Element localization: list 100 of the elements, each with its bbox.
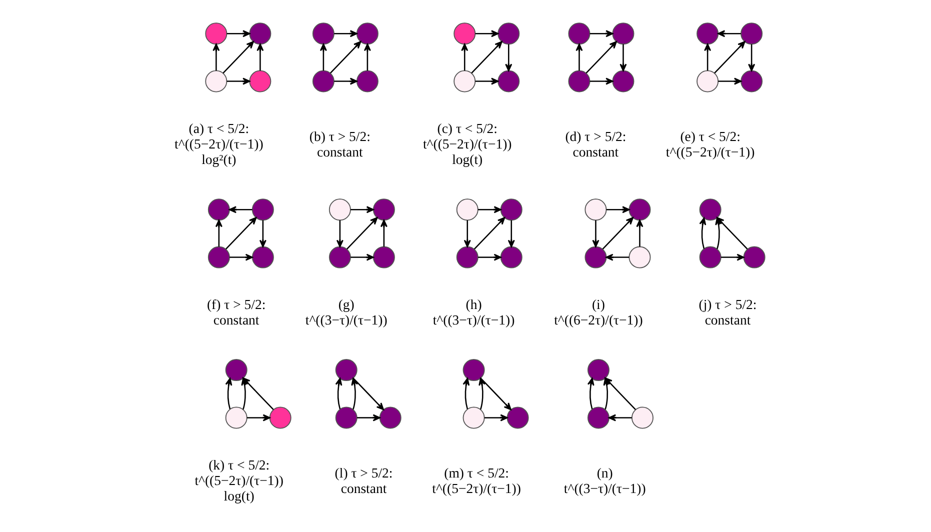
node-circle: [251, 246, 274, 268]
node-circle: [497, 70, 520, 92]
arrow: [212, 44, 220, 71]
arrow: [214, 220, 222, 247]
arrow: [226, 78, 250, 85]
node-circle: [328, 198, 350, 221]
node-circle: [204, 70, 227, 92]
label: (g) t^((3−τ)/(τ−1)): [304, 297, 387, 328]
arrow: [717, 30, 740, 38]
arrow: [334, 30, 357, 38]
arrow: [226, 30, 250, 38]
arrow: [470, 41, 502, 74]
node-circle: [698, 198, 721, 221]
node-circle: [568, 70, 590, 92]
arrow: [604, 377, 636, 410]
arrow: [224, 378, 232, 410]
node-circle: [251, 198, 274, 221]
arrow: [463, 220, 470, 248]
node-circle: [356, 22, 378, 45]
arrow: [474, 78, 498, 85]
arrow: [258, 220, 266, 248]
node-circle: [224, 359, 247, 382]
node-circle: [628, 246, 650, 268]
label: (c) τ < 5/2: t^((5−2τ)/(τ−1)) log(t): [422, 121, 512, 168]
node-circle: [328, 246, 350, 268]
label: (n) t^((3−τ)/(τ−1)): [563, 465, 646, 496]
arrow: [720, 254, 744, 261]
node-circle: [568, 22, 590, 45]
node-circle: [378, 406, 401, 429]
label: (a) τ < 5/2: t^((5−2τ)/(τ−1)) log²(t): [174, 121, 263, 168]
arrow: [704, 44, 711, 71]
node-circle: [334, 359, 357, 382]
node-circle: [497, 22, 520, 45]
node-circle: [453, 70, 476, 92]
arrow: [329, 41, 361, 74]
label: (l) τ > 5/2: constant: [334, 465, 392, 496]
node-circle: [312, 22, 334, 45]
node-circle: [586, 406, 609, 429]
arrow: [602, 217, 633, 250]
node-circle: [628, 198, 650, 221]
label: (j) τ > 5/2: constant: [698, 297, 756, 328]
node-circle: [740, 70, 762, 92]
node-circle: [312, 70, 334, 92]
arrow: [589, 78, 613, 85]
label: (i) t^((6−2τ)/(τ−1)): [554, 297, 642, 328]
node-circle: [207, 246, 230, 268]
node-circle: [500, 246, 522, 268]
arrow: [748, 44, 755, 72]
arrow: [242, 377, 274, 410]
node-circle: [698, 246, 721, 268]
node-circle: [506, 406, 528, 429]
arrow: [334, 78, 357, 85]
node-circle: [456, 246, 478, 268]
node-circle: [372, 246, 394, 268]
arrow: [380, 220, 387, 247]
arrow: [256, 44, 264, 71]
arrow: [246, 414, 270, 422]
arrow: [716, 217, 748, 250]
arrow: [356, 414, 380, 422]
arrow: [478, 206, 501, 214]
arrow: [350, 254, 374, 261]
arrow: [592, 220, 599, 248]
arrow: [636, 220, 643, 247]
node-circle: [584, 198, 606, 221]
arrow: [586, 378, 594, 410]
node-circle: [584, 246, 606, 268]
label: (k) τ < 5/2: t^((5−2τ)/(τ−1)) log(t): [194, 458, 283, 504]
arrow: [462, 378, 470, 410]
arrow: [575, 44, 582, 71]
node-circle: [204, 22, 227, 45]
node-circle: [248, 22, 271, 45]
arrow: [698, 217, 706, 249]
node-circle: [696, 70, 718, 92]
arrow: [319, 44, 326, 71]
arrow: [605, 254, 629, 261]
arrow: [606, 206, 630, 214]
node-circle: [372, 198, 394, 221]
arrow: [460, 44, 468, 71]
node-circle: [462, 359, 484, 382]
node-circle: [224, 406, 247, 429]
arrow: [585, 41, 616, 74]
arrow: [229, 254, 252, 261]
node-circle: [268, 406, 291, 429]
node-circle: [453, 22, 476, 45]
label: (d) τ > 5/2: constant: [564, 128, 626, 160]
arrow: [334, 378, 342, 410]
node-circle: [334, 406, 357, 429]
node-circle: [500, 198, 522, 221]
node-circle: [356, 70, 378, 92]
node-circle: [630, 406, 653, 429]
arrow: [352, 378, 384, 410]
label: (e) τ < 5/2: t^((5−2τ)/(τ−1)): [665, 128, 754, 160]
node-circle: [207, 198, 230, 221]
node-circle: [586, 359, 609, 382]
node-circle: [612, 70, 634, 92]
arrow: [474, 30, 498, 38]
arrow: [222, 41, 254, 74]
node-circle: [742, 246, 765, 268]
arrow: [224, 217, 256, 250]
node-circle: [740, 22, 762, 45]
